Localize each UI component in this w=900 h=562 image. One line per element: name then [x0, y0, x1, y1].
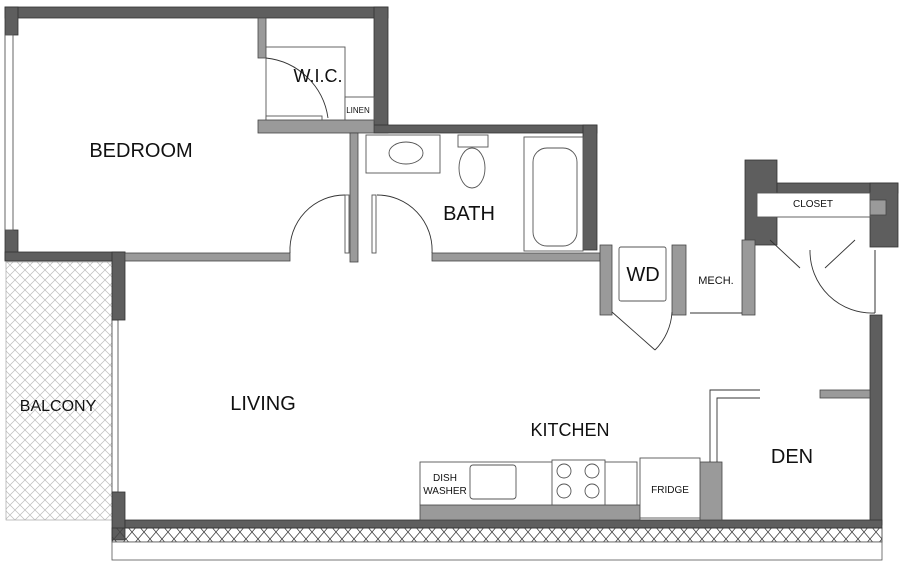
room-label-wic: W.I.C. [294, 66, 343, 86]
room-label-balcony: BALCONY [20, 398, 97, 415]
room-label-wd: WD [626, 264, 659, 286]
exterior-crosshatch-band [111, 527, 883, 543]
room-label-bath: BATH [443, 203, 495, 225]
interior-walls [124, 17, 887, 521]
kitchen-sink [469, 464, 517, 500]
fridge-label: FRIDGE [651, 485, 689, 496]
washer-dryer [618, 246, 667, 302]
sink-icon [388, 141, 424, 165]
toilet-tank [457, 134, 489, 148]
dishwasher-label-line1: DISH [433, 473, 457, 484]
room-label-closet: CLOSET [793, 199, 833, 210]
dishwasher-label-line2: WASHER [423, 486, 467, 497]
room-label-den: DEN [771, 446, 813, 468]
wic-fixtures [265, 46, 375, 121]
bedroom-window [4, 34, 14, 231]
room-label-mech: MECH. [698, 275, 733, 287]
balcony-area [5, 261, 119, 521]
room-label-living: LIVING [230, 393, 296, 415]
fridge [639, 457, 701, 519]
kitchen-fixtures [419, 389, 760, 519]
exterior-ledge [111, 541, 883, 561]
bath-fixtures [365, 134, 584, 252]
doors [289, 194, 876, 351]
room-label-bedroom: BEDROOM [89, 140, 192, 162]
room-label-linen: LINEN [346, 106, 370, 115]
closet-shelf [756, 192, 871, 218]
toilet-icon [458, 147, 486, 189]
room-label-kitchen: KITCHEN [530, 420, 609, 440]
exterior-walls [4, 6, 899, 541]
